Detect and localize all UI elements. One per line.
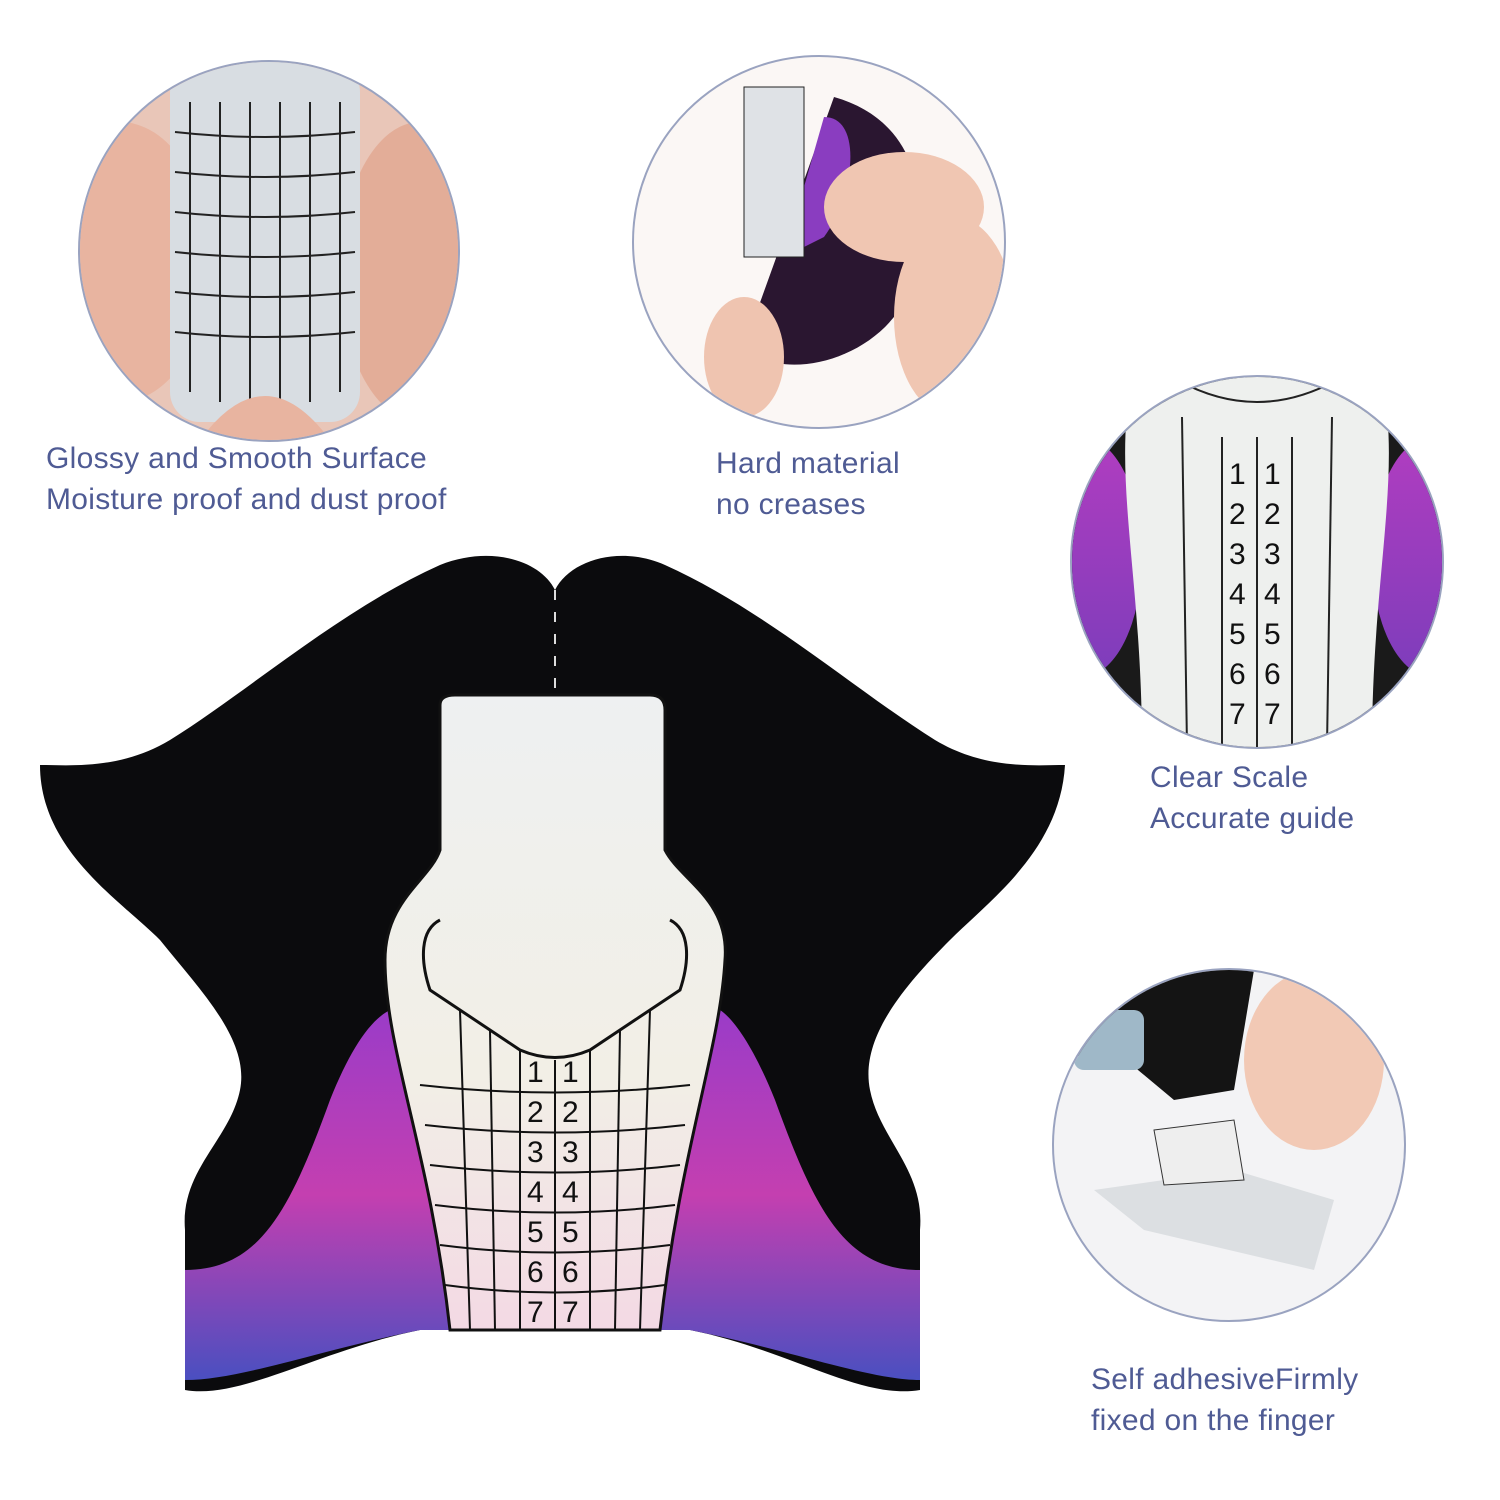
- caption-line: Moisture proof and dust proof: [46, 483, 447, 516]
- feature-caption-hard: Hard material no creases: [716, 443, 900, 525]
- scale-number: 5: [527, 1216, 544, 1249]
- photo-hard-material: [632, 55, 1006, 429]
- form-black-body: [40, 555, 1065, 1392]
- scale-number: 1: [1264, 458, 1281, 491]
- scale-number: 1: [527, 1056, 544, 1089]
- scale-number: 7: [527, 1296, 544, 1329]
- scale-number: 7: [1229, 698, 1246, 731]
- scale-number: 6: [1264, 658, 1281, 691]
- scale-number: 5: [1229, 618, 1246, 651]
- right-purple-wing: [590, 1010, 920, 1380]
- scale-number: 7: [562, 1296, 579, 1329]
- caption-line: no creases: [716, 488, 866, 521]
- caption-line: Hard material: [716, 447, 900, 480]
- photo-glossy-surface: [78, 60, 460, 442]
- caption-line: Accurate guide: [1150, 802, 1355, 835]
- scale-number: 5: [562, 1216, 579, 1249]
- photo-self-adhesive: [1052, 968, 1406, 1322]
- scale-number: 3: [1264, 538, 1281, 571]
- scale-number: 4: [1229, 578, 1246, 611]
- finger-illustration: [80, 62, 458, 440]
- scale-number: 4: [527, 1176, 544, 1209]
- scale-number: 6: [527, 1256, 544, 1289]
- scale-number: 4: [1264, 578, 1281, 611]
- feature-caption-scale: Clear Scale Accurate guide: [1150, 757, 1354, 839]
- scale-number: 5: [1264, 618, 1281, 651]
- hand-illustration: [704, 86, 1004, 417]
- scale-number: 2: [562, 1096, 579, 1129]
- scale-number: 3: [1229, 538, 1246, 571]
- scale-number: 2: [527, 1096, 544, 1129]
- left-purple-wing: [185, 1010, 520, 1380]
- scale-number: 6: [1229, 658, 1246, 691]
- caption-line: Self adhesiveFirmly: [1091, 1363, 1359, 1396]
- scale-number: 7: [1264, 698, 1281, 731]
- caption-line: Glossy and Smooth Surface: [46, 442, 428, 475]
- feature-caption-glossy: Glossy and Smooth Surface Moisture proof…: [46, 438, 447, 520]
- scale-number: 1: [562, 1056, 579, 1089]
- scale-number: 4: [562, 1176, 579, 1209]
- scale-grid-area: [383, 693, 727, 1332]
- peeling-illustration: [1054, 970, 1384, 1270]
- caption-line: Clear Scale: [1150, 761, 1309, 794]
- scale-grid-lines: [419, 590, 691, 1331]
- scale-number: 2: [1264, 498, 1281, 531]
- scale-number: 6: [562, 1256, 579, 1289]
- scale-number: 3: [527, 1136, 544, 1169]
- scale-number: 1: [1229, 458, 1246, 491]
- feature-caption-adhesive: Self adhesiveFirmly fixed on the finger: [1091, 1359, 1358, 1441]
- scale-number: 3: [562, 1136, 579, 1169]
- scale-number: 2: [1229, 498, 1246, 531]
- caption-line: fixed on the finger: [1091, 1404, 1336, 1437]
